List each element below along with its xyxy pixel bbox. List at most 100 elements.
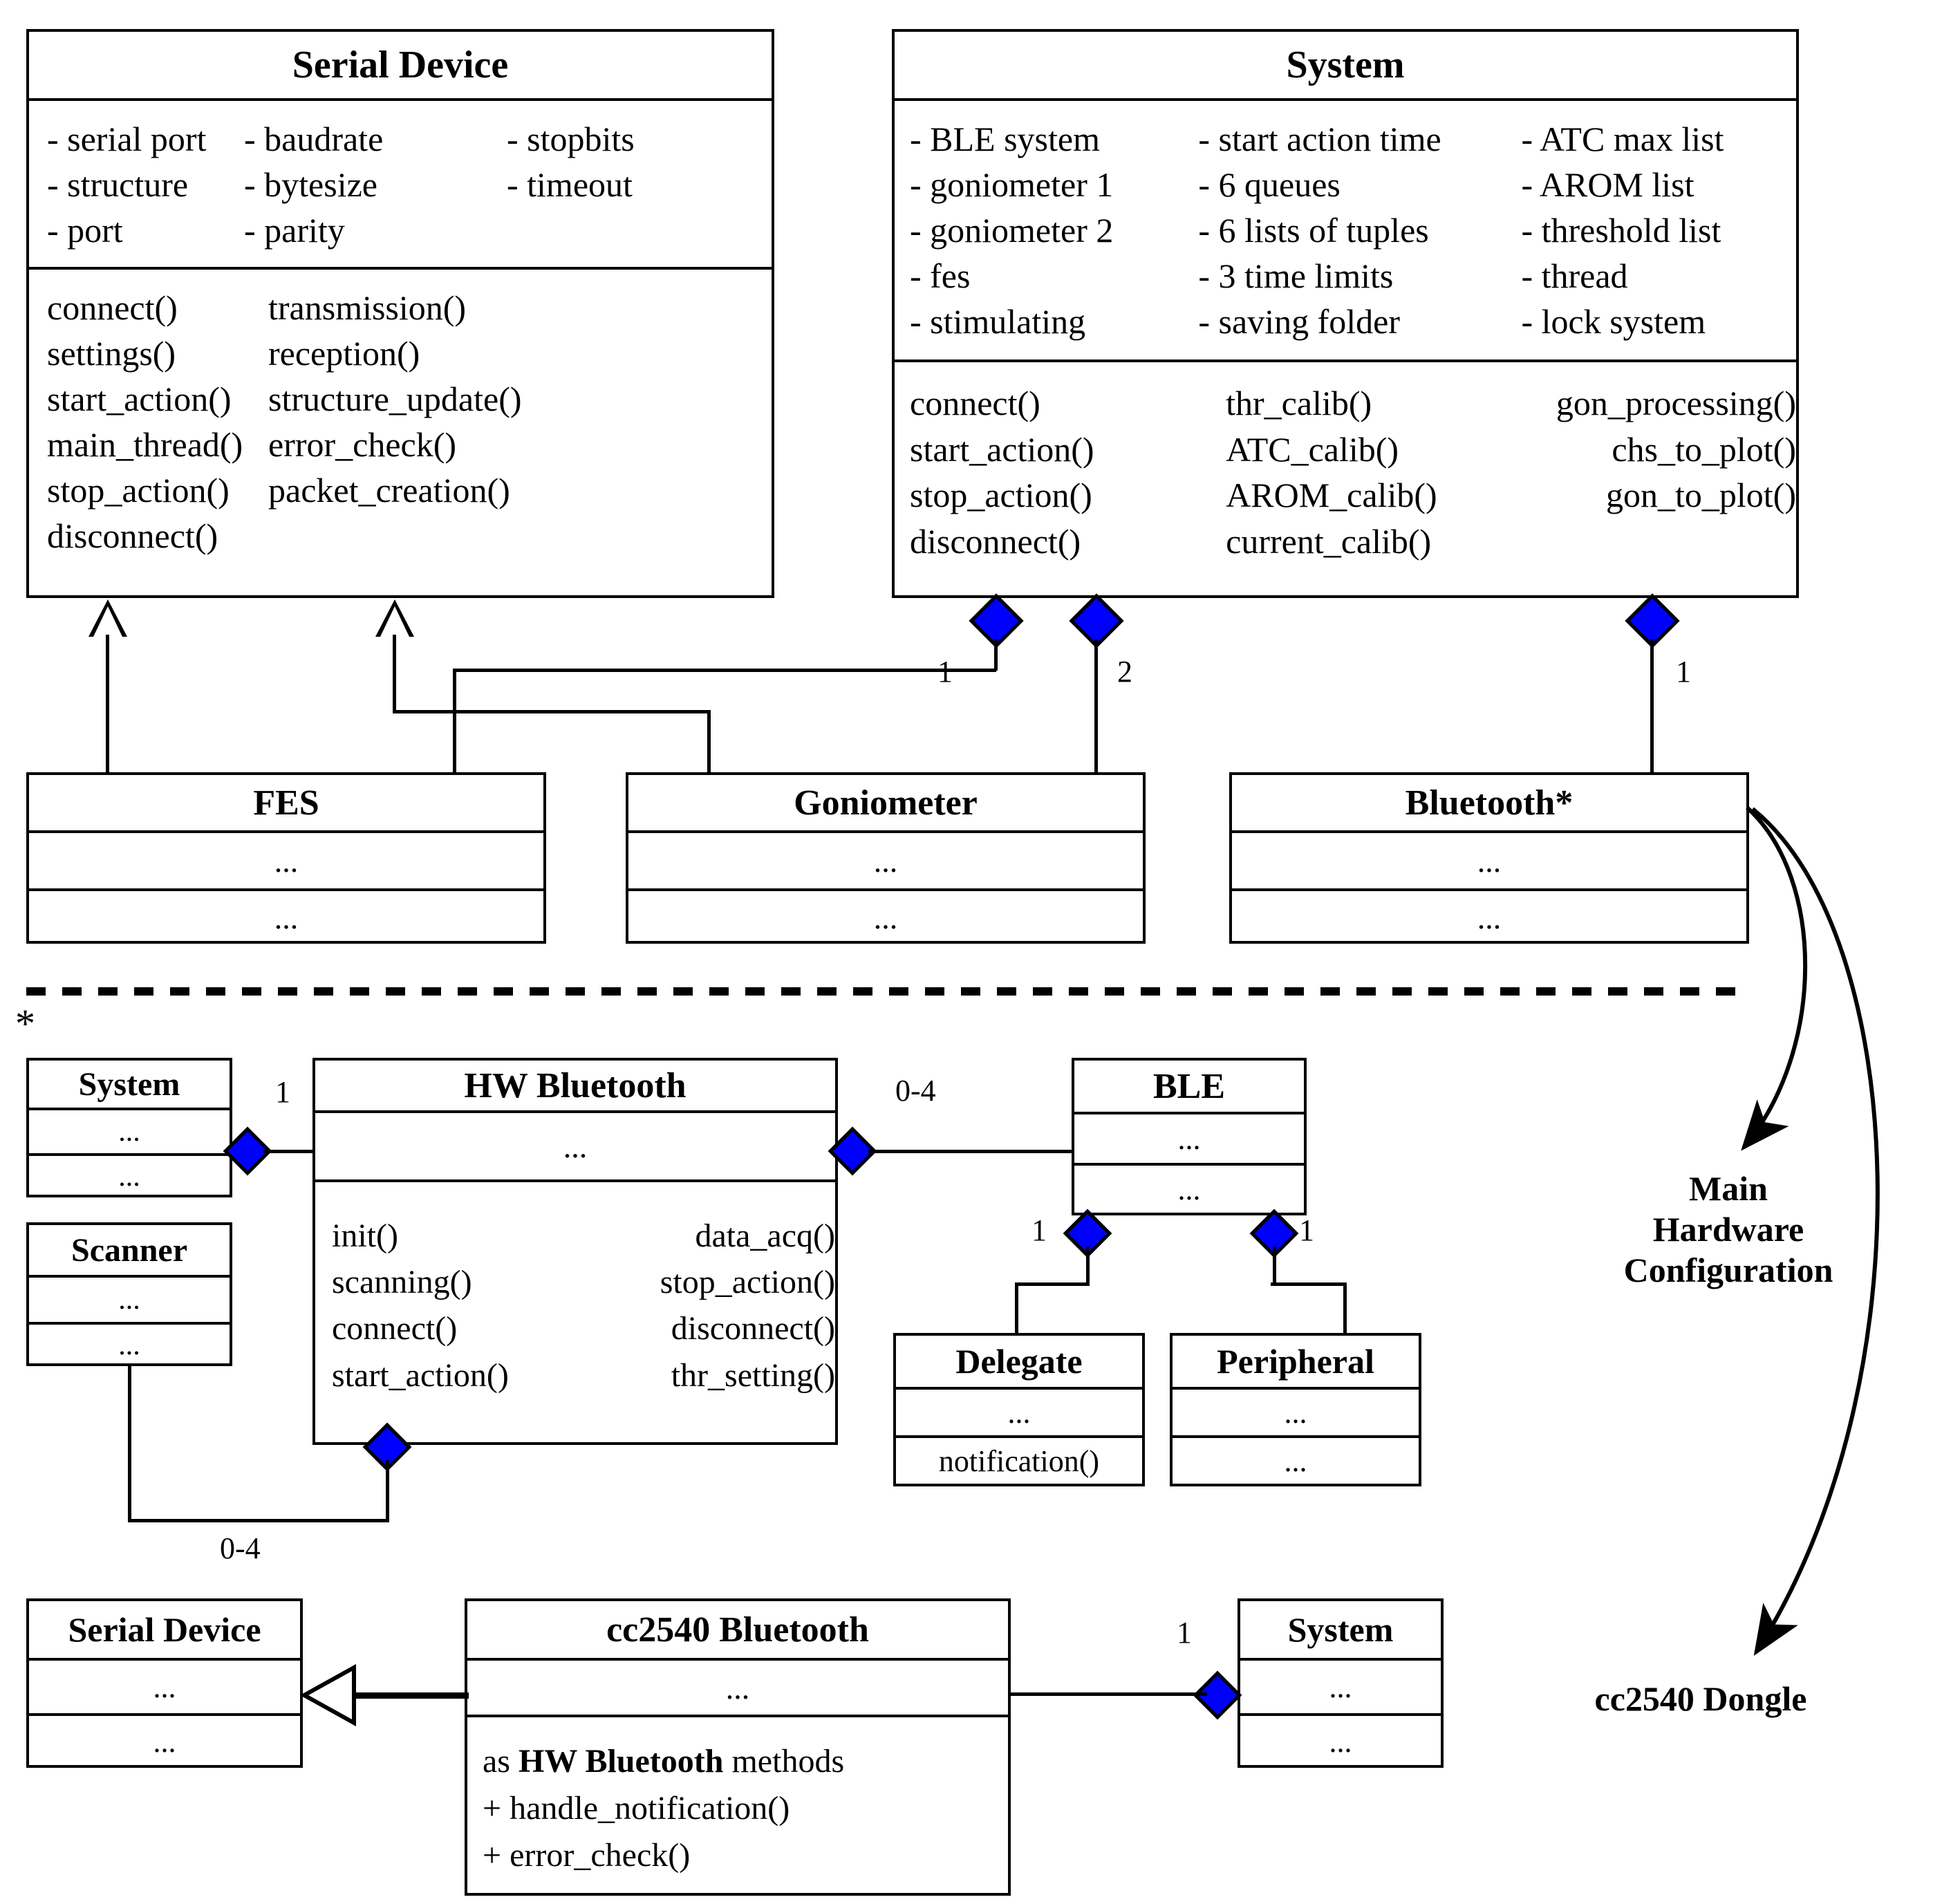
ellipsis: ...: [1007, 1395, 1031, 1430]
connector-system-hw-bluetooth: [263, 1150, 315, 1153]
method-item: stop_action(): [660, 1264, 835, 1301]
attribute-item: - serial port: [47, 120, 207, 158]
connector-system-goniometer: [1094, 640, 1098, 774]
attribute-item: - 3 time limits: [1198, 256, 1394, 295]
class-methods-goniometer: ...: [628, 888, 1143, 944]
class-methods-ble: ...: [1074, 1163, 1304, 1213]
ellipsis: ...: [1284, 1395, 1307, 1430]
method-item: disconnect(): [47, 516, 218, 555]
ellipsis: ...: [1329, 1670, 1352, 1704]
connector-ble-delegate-drop: [1015, 1282, 1018, 1335]
method-item: AROM_calib(): [1226, 476, 1437, 514]
method-suffix: methods: [723, 1743, 845, 1780]
class-title-delegate: Delegate: [955, 1342, 1083, 1381]
method-item-as-hw-bluetooth: as HW Bluetooth methods: [483, 1738, 1008, 1785]
class-attributes-scanner: ...: [29, 1275, 230, 1322]
class-title-ble: BLE: [1152, 1066, 1226, 1106]
method-prefix: as: [483, 1743, 519, 1780]
class-title-serial-device: Serial Device: [292, 44, 509, 86]
section-divider: [26, 987, 1748, 996]
class-title-system: System: [1286, 44, 1405, 86]
class-title-goniometer: Goniometer: [794, 783, 978, 823]
attribute-item: - port: [47, 211, 123, 250]
ellipsis: ...: [274, 899, 299, 935]
class-box-ble: BLE ... ...: [1072, 1058, 1307, 1215]
class-attributes-cc2540-bluetooth: ...: [467, 1658, 1008, 1715]
method-item: ATC_calib(): [1226, 429, 1399, 469]
method-item: disconnect(): [910, 521, 1081, 561]
class-attributes-system: - BLE system - goniometer 1 - goniometer…: [895, 98, 1796, 360]
method-item: reception(): [268, 334, 420, 373]
method-item: disconnect(): [671, 1310, 835, 1347]
class-box-serial-device: Serial Device - serial port - structure …: [26, 29, 774, 598]
class-methods-peripheral: ...: [1173, 1435, 1419, 1484]
ellipsis: ...: [118, 1116, 140, 1148]
attribute-item: - timeout: [507, 165, 633, 204]
attribute-item: - parity: [244, 211, 345, 250]
method-item: start_action(): [910, 429, 1094, 469]
class-title-bluetooth: Bluetooth*: [1405, 783, 1574, 823]
multiplicity-ble-peripheral: 1: [1299, 1213, 1314, 1247]
multiplicity-system-fes: 1: [937, 655, 953, 689]
method-item: main_thread(): [47, 425, 243, 464]
multiplicity-system-bluetooth: 1: [1676, 655, 1691, 689]
connector-ble-peripheral-h: [1271, 1282, 1347, 1286]
attribute-item: - threshold list: [1521, 211, 1721, 250]
method-item: thr_setting(): [671, 1356, 835, 1394]
class-title-system-bottom: System: [1287, 1610, 1394, 1649]
class-box-hw-bluetooth: HW Bluetooth ... init() scanning() conne…: [312, 1058, 838, 1445]
method-item: stop_action(): [47, 471, 230, 510]
class-box-system: System - BLE system - goniometer 1 - gon…: [892, 29, 1799, 598]
class-attributes-delegate: ...: [896, 1387, 1142, 1435]
connector-system-fes-drop: [453, 669, 456, 774]
class-box-delegate: Delegate ... notification(): [893, 1333, 1145, 1486]
inheritance-arrow-goniometer: [375, 599, 414, 637]
connector-ble-peripheral-v: [1273, 1247, 1276, 1286]
method-item: gon_processing(): [1556, 384, 1796, 422]
arrow-to-main-hardware-configuration: [1741, 805, 1808, 1151]
attribute-item: - baudrate: [244, 120, 384, 158]
class-attributes-serial-device: - serial port - structure - port - baudr…: [29, 98, 772, 267]
ellipsis: ...: [153, 1670, 176, 1704]
connector-scanner-drop: [128, 1363, 131, 1521]
class-box-cc2540-bluetooth: cc2540 Bluetooth ... as HW Bluetooth met…: [465, 1598, 1011, 1896]
ellipsis: ...: [873, 899, 898, 935]
method-item: + handle_notification(): [483, 1790, 790, 1827]
ellipsis: ...: [118, 1161, 140, 1193]
ellipsis: ...: [1477, 843, 1502, 879]
method-item: settings(): [47, 334, 176, 373]
method-item: init(): [332, 1217, 398, 1254]
annotation-line: Hardware: [1652, 1210, 1804, 1249]
connector-goniometer-elbow-v: [707, 710, 711, 774]
attribute-item: - 6 lists of tuples: [1198, 211, 1429, 250]
class-title-cc2540-bluetooth: cc2540 Bluetooth: [606, 1609, 869, 1650]
annotation-line: cc2540 Dongle: [1594, 1679, 1807, 1718]
ellipsis: ...: [873, 843, 898, 879]
ellipsis: ...: [725, 1670, 750, 1706]
attribute-item: - 6 queues: [1198, 165, 1341, 204]
class-attributes-goniometer: ...: [628, 830, 1143, 888]
ellipsis: ...: [1177, 1121, 1201, 1156]
method-item: chs_to_plot(): [1612, 429, 1796, 469]
attribute-item: - stopbits: [507, 120, 635, 158]
multiplicity-system-goniometer: 2: [1117, 655, 1132, 689]
class-title-fes: FES: [253, 783, 319, 823]
method-item: structure_update(): [268, 380, 522, 418]
method-item: transmission(): [268, 288, 467, 327]
class-methods-system: connect() start_action() stop_action() d…: [895, 360, 1796, 595]
class-box-fes: FES ... ...: [26, 772, 546, 944]
method-item: gon_to_plot(): [1606, 476, 1796, 514]
ellipsis: ...: [1177, 1172, 1201, 1206]
connector-system-bluetooth: [1650, 640, 1654, 774]
class-methods-delegate: notification(): [896, 1435, 1142, 1484]
class-attributes-system-small: ...: [29, 1108, 230, 1153]
class-box-scanner: Scanner ... ...: [26, 1222, 232, 1366]
class-title-peripheral: Peripheral: [1217, 1342, 1374, 1381]
attribute-item: - thread: [1521, 256, 1628, 295]
connector-cc2540-system: [1008, 1692, 1207, 1696]
annotation-line: Configuration: [1623, 1251, 1833, 1289]
class-attributes-serial-device-small: ...: [29, 1658, 300, 1713]
method-item: notification(): [938, 1444, 1100, 1478]
method-item: current_calib(): [1226, 521, 1432, 561]
method-item: scanning(): [332, 1264, 472, 1301]
